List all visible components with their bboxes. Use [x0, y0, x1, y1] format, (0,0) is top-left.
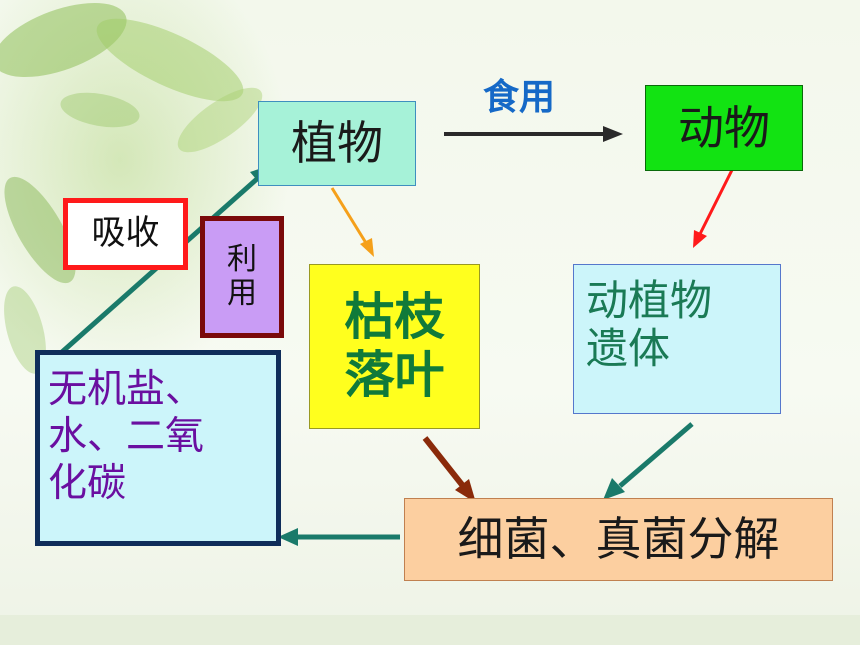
node-animal: 动物: [645, 85, 803, 171]
node-remains-label: 动植物 遗体: [586, 276, 713, 374]
node-decompose-label: 细菌、真菌分解: [457, 512, 780, 567]
node-fallen-leaves-label: 枯枝 落叶: [344, 288, 445, 404]
node-animal-label: 动物: [678, 100, 770, 155]
label-absorb: 吸收: [63, 198, 188, 270]
label-use: 利 用: [200, 216, 284, 338]
node-remains: 动植物 遗体: [573, 264, 781, 414]
node-inorganic: 无机盐、 水、二氧 化碳: [35, 350, 281, 546]
label-eat: 食用: [482, 77, 555, 118]
label-use-text: 利 用: [227, 241, 257, 311]
node-inorganic-label: 无机盐、 水、二氧 化碳: [48, 367, 205, 506]
node-decompose: 细菌、真菌分解: [404, 498, 833, 581]
node-fallen-leaves: 枯枝 落叶: [309, 264, 480, 429]
label-absorb-text: 吸收: [91, 213, 160, 254]
node-plant: 植物: [258, 101, 416, 186]
node-plant-label: 植物: [291, 116, 383, 171]
